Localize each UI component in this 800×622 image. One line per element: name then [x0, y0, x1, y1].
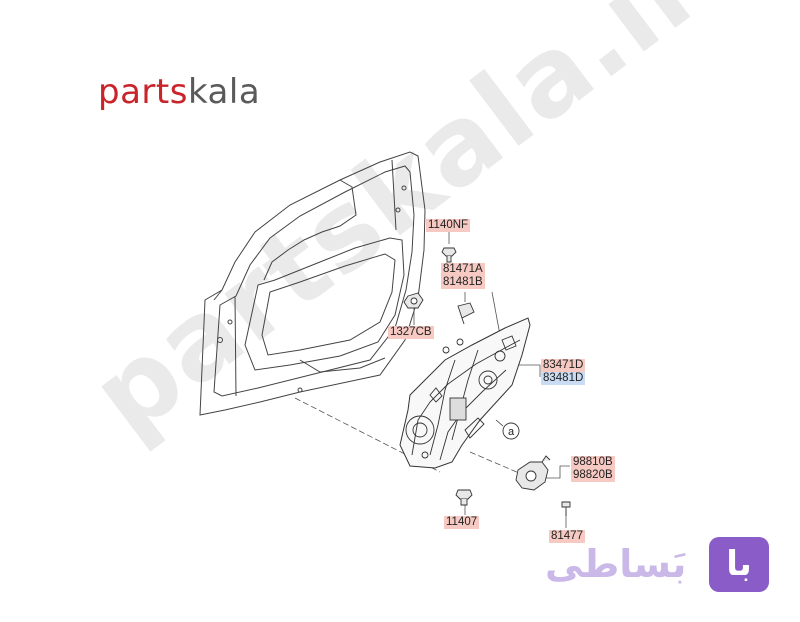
brand-badge: با: [709, 537, 769, 592]
regulator-module-details: [405, 335, 521, 461]
screw-81477: [561, 501, 571, 516]
regulator-module-panel: [399, 317, 531, 469]
label-98820b: 98820B: [571, 469, 615, 482]
label-1327cb: 1327CB: [388, 326, 434, 339]
label-1140nf: 1140NF: [426, 219, 471, 232]
label-81481b: 81481B: [441, 276, 485, 289]
motor-98810b: [515, 455, 551, 491]
nut-1327cb: [403, 292, 424, 309]
label-81477: 81477: [549, 530, 585, 543]
callout-a-text: a: [508, 426, 515, 438]
door-shell: [199, 151, 426, 416]
label-83481d: 83481D: [541, 372, 586, 385]
label-81471a: 81471A: [441, 263, 485, 276]
brand-name-persian: بَساطی: [545, 542, 687, 586]
clip-81471a: [457, 302, 475, 325]
label-83471d: 83471D: [541, 359, 586, 372]
partskala-logo: partskala: [98, 72, 260, 112]
logo-part-2: kala: [187, 72, 261, 112]
bolt-11407: [455, 489, 473, 506]
callout-a-circle: [502, 422, 520, 440]
label-98810b: 98810B: [571, 456, 615, 469]
logo-part-1: parts: [98, 72, 188, 112]
label-11407: 11407: [444, 516, 480, 529]
bolt-1140nf: [441, 247, 457, 263]
